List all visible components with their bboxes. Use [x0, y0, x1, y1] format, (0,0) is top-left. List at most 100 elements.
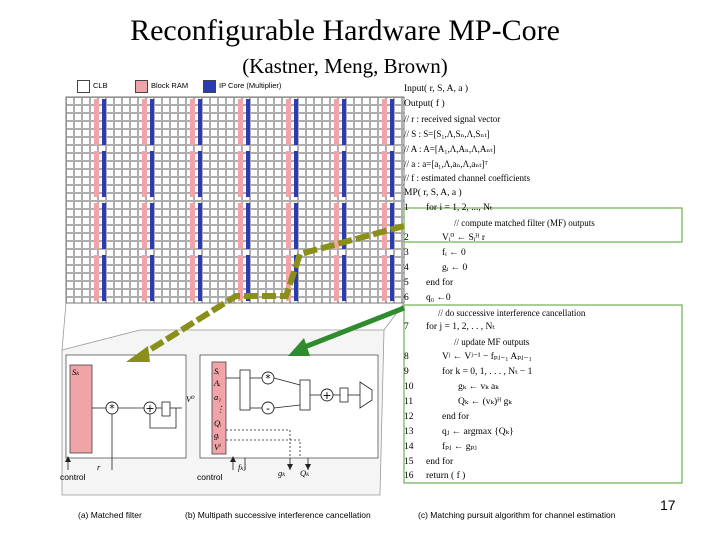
qi-label: Qᵢ — [214, 418, 222, 428]
multiplier-column — [246, 99, 250, 145]
gi-label: gᵢ — [214, 430, 220, 440]
bram-column — [334, 151, 339, 197]
line-number: 13 — [404, 426, 414, 437]
multiplier-column — [198, 151, 202, 197]
bram-column — [190, 203, 195, 249]
multiplier-column — [342, 99, 346, 145]
bram-column — [142, 99, 147, 145]
bram-column — [94, 99, 99, 145]
line-text: gₖ ← vₖ aₖ — [458, 382, 499, 392]
sk-memory — [69, 364, 93, 454]
sic-arrow — [301, 305, 405, 351]
bram-column — [334, 203, 339, 249]
bram-column — [286, 255, 291, 301]
bram-column — [94, 203, 99, 249]
control-label-b: control — [197, 472, 223, 482]
line-number: 12 — [404, 411, 414, 422]
svg-text:+: + — [145, 402, 154, 415]
multiplier-column — [198, 99, 202, 145]
q-output-label: Qₖ — [300, 468, 310, 478]
vi-label: Vⁱ — [214, 442, 221, 452]
multiplier-column — [342, 255, 346, 301]
multiplier-column — [246, 255, 250, 301]
line-text: // r : received signal vector — [404, 113, 501, 124]
line-number: 9 — [404, 367, 409, 378]
multiplier-column — [150, 255, 154, 301]
sic-diagram: * - + — [199, 354, 379, 470]
bram-swatch — [135, 80, 148, 93]
caption-a: (a) Matched filter — [78, 510, 142, 520]
line-number: 6 — [404, 292, 409, 303]
line-text: Qₖ ← (vₖ)ᴴ gₖ — [458, 396, 512, 407]
line-text: Vʲ ← Vʲ⁻¹ − fₚⱼ₋₁ Aₚⱼ₋₁ — [442, 352, 532, 363]
multiplier-column — [294, 203, 298, 249]
sic-highlight-box — [403, 304, 683, 484]
svg-text:+: + — [322, 389, 331, 402]
line-text: q₀ ←0 — [426, 292, 451, 303]
line-number: 10 — [404, 382, 414, 392]
line-text: end for — [426, 456, 454, 467]
multiplier-column — [246, 203, 250, 249]
v0-label: V⁰ — [186, 394, 195, 404]
bram-columns — [94, 99, 387, 301]
clb-swatch — [77, 80, 90, 93]
legend-label-clb: CLB — [93, 81, 108, 90]
multiplier-column — [390, 203, 394, 249]
si-label: Sᵢ — [214, 366, 220, 376]
bram-column — [334, 255, 339, 301]
bram-column — [238, 99, 243, 145]
algorithm-highlight-boxes — [403, 207, 683, 484]
sk-label: Sₖ — [72, 367, 80, 377]
legend-label-bram: Block RAM — [151, 81, 189, 90]
line-text: gᵢ ← 0 — [442, 262, 468, 273]
bram-column — [286, 99, 291, 145]
bram-column — [382, 99, 387, 145]
ai-label: Aᵢ — [214, 378, 221, 388]
multiplier-column — [342, 203, 346, 249]
multiplier-column — [150, 99, 154, 145]
f-input-label: fₖⱼ — [238, 462, 246, 472]
line-text: qⱼ ← argmax {Qₖ} — [442, 426, 514, 437]
line-text: // A : A=[A₁,Λ,Aₙ,Λ,Aₙₜ] — [404, 143, 496, 154]
mf-highlight-box — [403, 207, 683, 243]
multiplier-columns — [102, 99, 394, 301]
bram-column — [190, 151, 195, 197]
line-number: 3 — [404, 247, 409, 258]
bram-column — [190, 99, 195, 145]
multiplier-column — [390, 151, 394, 197]
svg-text:*: * — [265, 372, 271, 385]
slide-title: Reconfigurable Hardware MP-Core — [130, 14, 560, 47]
line-number: 14 — [404, 441, 414, 452]
bram-column — [94, 255, 99, 301]
multiplier-column — [294, 99, 298, 145]
fpga-legend: CLB Block RAM IP Core (Multiplier) — [77, 79, 407, 95]
line-text: // S : S=[S₁,Λ,Sₙ,Λ,Sₙₜ] — [404, 128, 490, 139]
line-text: // do successive interference cancellati… — [438, 307, 586, 318]
svg-text:*: * — [109, 402, 115, 415]
g-output-label: gₖ — [278, 468, 286, 478]
line-number: 5 — [404, 277, 409, 288]
line-text: for j = 1, 2, . . , Nₜ — [426, 322, 495, 333]
multiplier-swatch — [203, 80, 216, 93]
bram-column — [142, 203, 147, 249]
line-number: 11 — [404, 396, 414, 407]
bram-column — [238, 255, 243, 301]
bram-column — [382, 203, 387, 249]
line-text: for k = 0, 1, . . . , Nₜ − 1 — [442, 367, 533, 378]
mux-block — [239, 369, 251, 411]
fpga-grid — [65, 96, 405, 304]
multiplier-column — [342, 151, 346, 197]
multiplier-column — [102, 151, 106, 197]
multiplier-column — [390, 255, 394, 301]
multiplier-column — [294, 255, 298, 301]
multiplier-column — [294, 151, 298, 197]
bram-column — [286, 151, 291, 197]
dots-label: ⋮ — [216, 404, 225, 414]
line-number: 8 — [404, 352, 409, 363]
line-number: 15 — [404, 456, 414, 467]
line-text: Input( r, S, A, a ) — [404, 84, 468, 94]
caption-c: (c) Matching pursuit algorithm for chann… — [418, 510, 616, 520]
multiplier-column — [246, 151, 250, 197]
mf-arrow — [138, 223, 405, 359]
